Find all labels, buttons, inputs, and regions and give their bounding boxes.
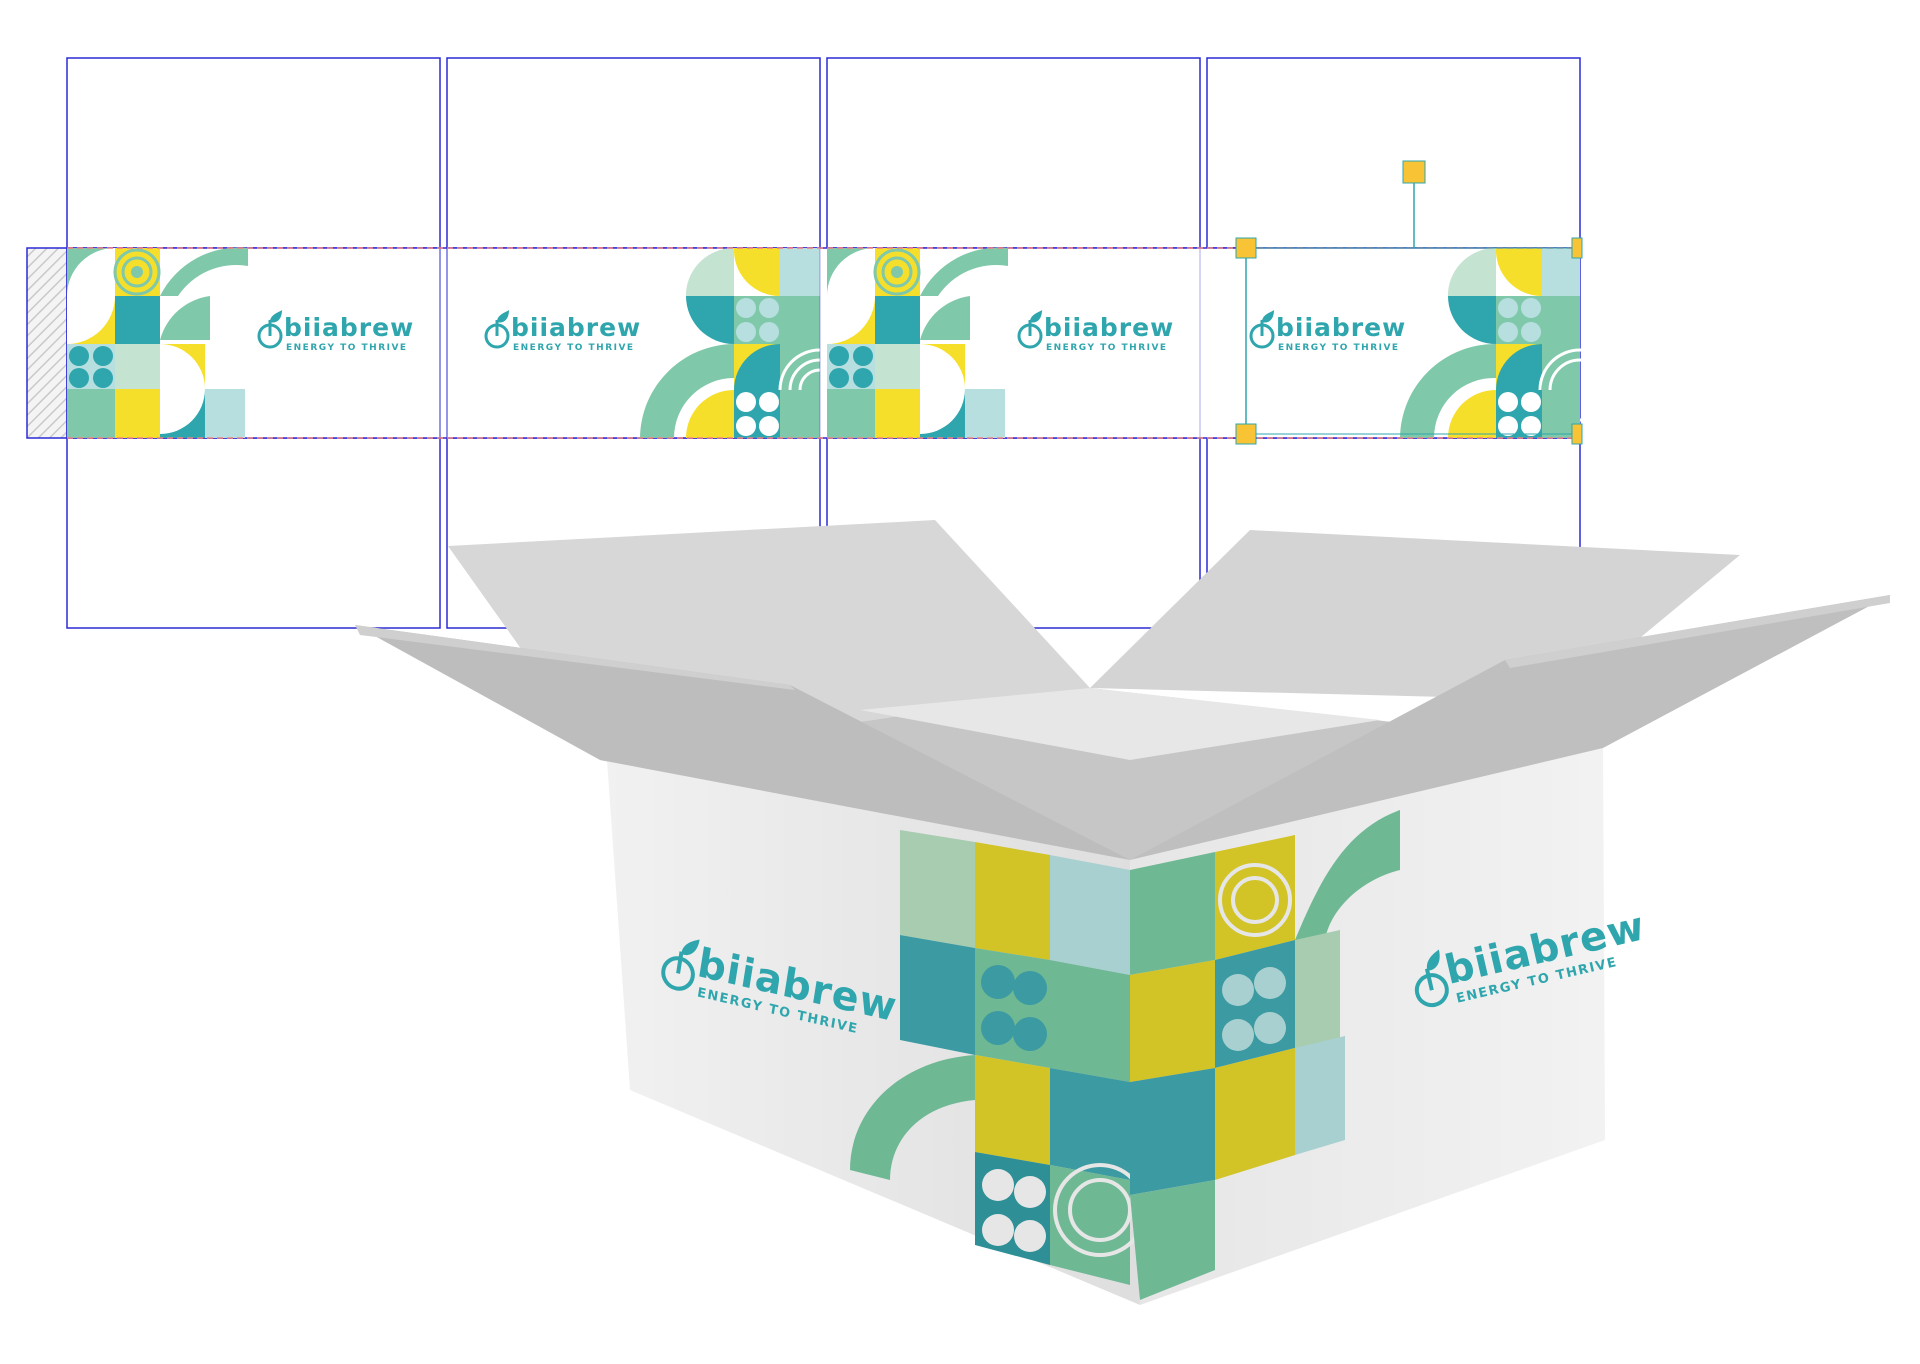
bottom-flap-1	[66, 437, 441, 629]
front-flap-right	[1130, 595, 1890, 860]
leaf-power-logo-icon	[1249, 310, 1275, 349]
panel-2-pattern	[640, 247, 862, 438]
brand-tagline: ENERGY TO THRIVE	[1046, 343, 1168, 353]
selection-box[interactable]	[1235, 160, 1583, 445]
resize-handle-top-left[interactable]	[1235, 237, 1257, 259]
brand-tagline: ENERGY TO THRIVE	[513, 343, 635, 353]
box-mockup-3d: biiabrew ENERGY TO THRIVE biiabrew ENERG…	[355, 520, 1890, 1305]
brand-tagline: ENERGY TO THRIVE	[1278, 343, 1400, 353]
brand-tagline: ENERGY TO THRIVE	[286, 343, 408, 353]
resize-handle-top-right[interactable]	[1571, 237, 1583, 259]
box-left-pattern	[850, 830, 1147, 1285]
brand-name: biiabrew	[1044, 313, 1174, 342]
box-right-pattern	[1130, 810, 1400, 1300]
front-flap-left	[355, 625, 1130, 860]
leaf-power-logo-icon	[1414, 949, 1449, 1008]
panel-3-logo: biiabrew ENERGY TO THRIVE	[1017, 310, 1174, 353]
leaf-power-logo-icon	[257, 310, 283, 349]
glue-flap	[26, 247, 68, 439]
brand-name: biiabrew	[1276, 313, 1406, 342]
leaf-power-logo-icon	[484, 310, 510, 349]
top-flap-2	[446, 57, 821, 249]
resize-handle-bottom-left[interactable]	[1235, 423, 1257, 445]
body-strip	[66, 247, 1581, 439]
leaf-power-logo-icon	[1017, 310, 1043, 349]
top-flap-3	[826, 57, 1201, 249]
brand-name: biiabrew	[284, 313, 414, 342]
panel-2-logo: biiabrew ENERGY TO THRIVE	[484, 310, 641, 353]
rotate-handle[interactable]	[1402, 160, 1426, 184]
resize-handle-bottom-right[interactable]	[1571, 423, 1583, 445]
brand-name: biiabrew	[511, 313, 641, 342]
panel-3-pattern	[827, 247, 1008, 438]
top-flap-4	[1206, 57, 1581, 249]
leaf-power-logo-icon	[661, 939, 700, 991]
panel-1-logo: biiabrew ENERGY TO THRIVE	[257, 310, 414, 353]
panel-4-logo: biiabrew ENERGY TO THRIVE	[1249, 310, 1406, 353]
panel-1-pattern	[67, 247, 248, 438]
top-flap-1	[66, 57, 441, 249]
dieline-template: biiabrew ENERGY TO THRIVE biiabrew ENERG…	[26, 57, 1622, 629]
